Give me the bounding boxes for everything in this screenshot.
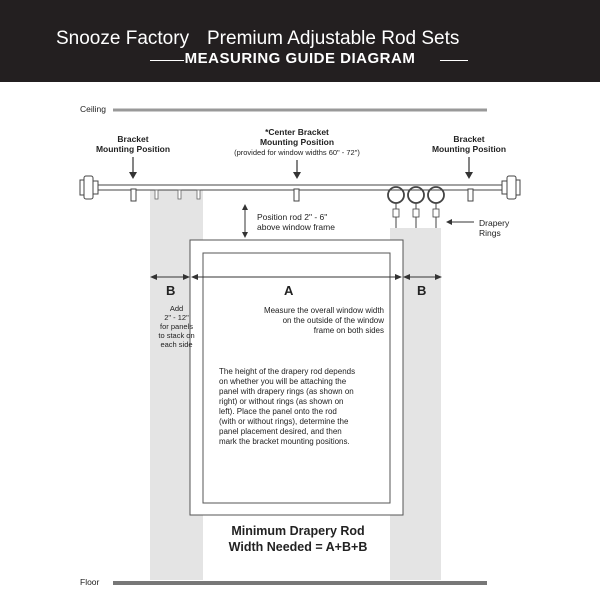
ceiling-label: Ceiling	[80, 104, 106, 114]
dimension-b-right-letter: B	[417, 283, 427, 298]
left-finial-collar	[92, 180, 99, 195]
measure-note: Measure the overall window width on the …	[263, 306, 384, 335]
center-bracket-label: *Center Bracket Mounting Position	[259, 127, 335, 147]
add-stack-note: Add 2" - 12" for panels to stack on each…	[158, 304, 195, 349]
center-bracket	[293, 188, 300, 202]
title-rule-left	[150, 60, 184, 61]
header-banner	[0, 0, 600, 82]
right-finial-cap	[515, 179, 521, 196]
dimension-a-letter: A	[284, 283, 294, 298]
drapery-rings-label: Drapery Rings	[479, 218, 510, 238]
position-rod-label: Position rod 2" - 6" above window frame	[257, 212, 335, 232]
product-title: Premium Adjustable Rod Sets	[207, 28, 460, 49]
right-bracket	[467, 188, 474, 202]
center-bracket-note: (provided for window widths 60" - 72")	[234, 148, 360, 157]
left-finial-cap	[79, 179, 85, 196]
window-frame-inner	[202, 252, 391, 504]
right-finial-collar	[501, 180, 508, 195]
bracket-right-label: Bracket Mounting Position	[431, 134, 507, 154]
bracket-left-label: Bracket Mounting Position	[95, 134, 171, 154]
left-finial	[83, 175, 94, 200]
height-note: The height of the drapery rod depends on…	[219, 367, 356, 446]
guide-title: MEASURING GUIDE DIAGRAM	[184, 50, 416, 67]
minimum-rod-width: Minimum Drapery Rod Width Needed = A+B+B	[228, 524, 368, 554]
dimension-b-left-letter: B	[166, 283, 176, 298]
floor-label: Floor	[80, 577, 100, 587]
title-rule-right	[440, 60, 468, 61]
brand-name: Snooze Factory	[56, 28, 190, 49]
left-bracket	[130, 188, 137, 202]
right-finial	[506, 175, 517, 200]
